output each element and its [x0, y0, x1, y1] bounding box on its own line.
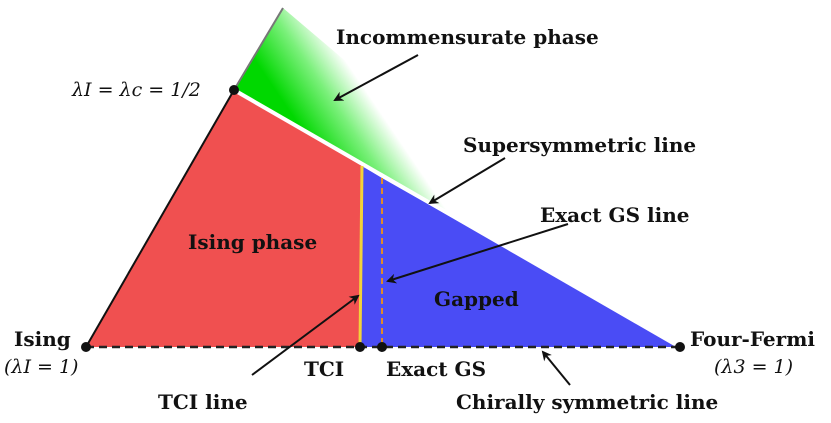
tci-arrow: [251, 294, 360, 376]
chirally-symmetric-arrow: [541, 350, 571, 386]
supersymmetric-line: [233, 88, 681, 349]
tci-line: [358, 165, 364, 348]
ising-param-label: (λI = 1): [4, 356, 78, 378]
exact-gs-arrow: [386, 223, 569, 284]
incommensurate-arrow: [333, 54, 419, 101]
four-fermi-param-label: (λ3 = 1): [714, 356, 793, 378]
ising-label: Ising: [14, 327, 71, 351]
intermediate-region: [360, 166, 382, 347]
four-fermi-point: [675, 342, 685, 352]
exact-gs-point: [377, 342, 387, 352]
incommensurate-region: [234, 8, 680, 345]
chirally-symmetric-label: Chirally symmetric line: [456, 390, 718, 414]
tci-point: [355, 342, 365, 352]
incommensurate-label: Incommensurate phase: [336, 25, 599, 49]
top-vertex-label: λI = λc = 1/2: [71, 79, 201, 101]
left-edge-extension: [233, 7, 284, 91]
top-vertex-point: [229, 85, 239, 95]
exact-gs-label: Exact GS: [386, 357, 486, 381]
ising-point: [81, 342, 91, 352]
four-fermi-label: Four-Fermi: [690, 327, 815, 351]
ising-phase-region: [86, 90, 362, 347]
gapped-label: Gapped: [434, 287, 519, 311]
supersymmetric-arrow: [428, 157, 506, 205]
exact-gs-line-label: Exact GS line: [540, 203, 689, 227]
supersymmetric-label: Supersymmetric line: [463, 133, 696, 157]
tci-line-label: TCI line: [158, 390, 248, 414]
ising-phase-label: Ising phase: [188, 230, 317, 254]
left-edge: [85, 89, 235, 348]
tci-label: TCI: [304, 357, 344, 381]
